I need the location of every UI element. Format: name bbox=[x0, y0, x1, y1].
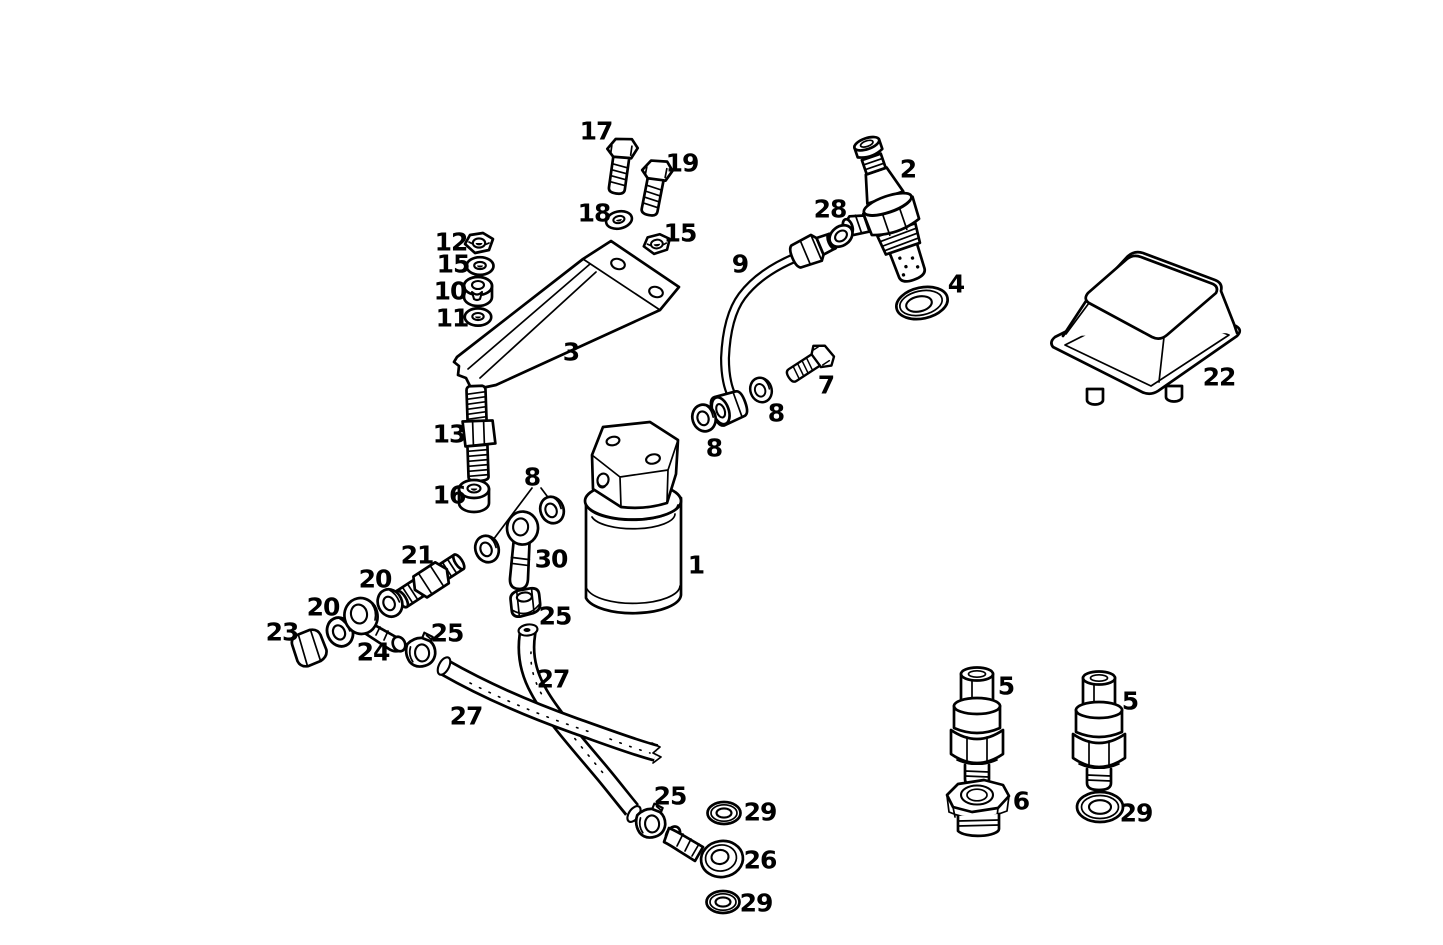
callout-part-25: 25 bbox=[653, 781, 688, 811]
callout-part-9: 9 bbox=[731, 249, 749, 279]
part-washer-15-stack bbox=[465, 255, 495, 277]
part-stud-13 bbox=[461, 384, 497, 483]
part-hose-27-diagonal bbox=[436, 656, 662, 764]
part-banjo-screw-30 bbox=[505, 510, 540, 591]
part-banjo-26 bbox=[662, 825, 745, 879]
callout-part-29: 29 bbox=[1119, 798, 1154, 828]
callout-part-20: 20 bbox=[306, 592, 341, 622]
callout-part-3: 3 bbox=[562, 337, 580, 367]
callout-part-23: 23 bbox=[265, 617, 300, 647]
callout-part-7: 7 bbox=[817, 370, 835, 400]
callout-part-4: 4 bbox=[947, 269, 965, 299]
callout-part-19: 19 bbox=[665, 148, 700, 178]
part-washer-4 bbox=[895, 285, 949, 321]
part-washer-8-right bbox=[534, 491, 570, 529]
part-washer-29-bottom bbox=[705, 889, 741, 915]
callout-part-1: 1 bbox=[687, 550, 705, 580]
callout-part-26: 26 bbox=[743, 845, 778, 875]
callout-part-2: 2 bbox=[899, 154, 917, 184]
part-cap-nut-23 bbox=[290, 628, 328, 668]
callout-part-24: 24 bbox=[356, 637, 391, 667]
callout-part-30: 30 bbox=[534, 544, 569, 574]
callout-part-5: 5 bbox=[1121, 686, 1139, 716]
part-sensor-5-left bbox=[949, 666, 1005, 788]
part-seal-ring-28 bbox=[828, 223, 854, 249]
callout-part-18: 18 bbox=[577, 198, 612, 228]
callout-part-21: 21 bbox=[400, 540, 435, 570]
part-washer-29-top bbox=[706, 800, 742, 826]
part-grommet-10 bbox=[462, 275, 494, 308]
callout-part-22: 22 bbox=[1202, 362, 1237, 392]
callout-part-20: 20 bbox=[358, 564, 393, 594]
part-washer-11 bbox=[463, 307, 493, 327]
part-banjo-24 bbox=[343, 596, 407, 653]
part-bushing-6 bbox=[945, 778, 1011, 838]
callout-part-8: 8 bbox=[523, 462, 541, 492]
callout-part-15: 15 bbox=[663, 218, 698, 248]
callout-part-25: 25 bbox=[538, 601, 573, 631]
callout-part-5: 5 bbox=[997, 671, 1015, 701]
part-pipe-9 bbox=[709, 232, 838, 427]
callout-part-13: 13 bbox=[432, 419, 467, 449]
part-bracket-3 bbox=[452, 239, 681, 392]
part-spacer-16 bbox=[457, 478, 491, 514]
callout-part-11: 11 bbox=[435, 303, 470, 333]
part-sensor-5-right bbox=[1071, 670, 1127, 792]
callout-part-12: 12 bbox=[434, 227, 469, 257]
callout-part-17: 17 bbox=[579, 116, 614, 146]
part-cover-22 bbox=[1050, 250, 1242, 406]
part-washer-8-left bbox=[469, 530, 505, 568]
callout-part-27: 27 bbox=[536, 664, 571, 694]
callout-part-28: 28 bbox=[813, 194, 848, 224]
callout-part-15: 15 bbox=[436, 249, 471, 279]
callout-part-29: 29 bbox=[743, 797, 778, 827]
callout-part-29: 29 bbox=[739, 888, 774, 918]
callout-part-8: 8 bbox=[705, 433, 723, 463]
part-filter-1 bbox=[583, 420, 683, 615]
callout-part-16: 16 bbox=[432, 480, 467, 510]
callout-part-10: 10 bbox=[433, 276, 468, 306]
callout-part-25: 25 bbox=[430, 618, 465, 648]
part-glow-plug-2 bbox=[841, 135, 927, 283]
callout-part-27: 27 bbox=[449, 701, 484, 731]
callout-part-8: 8 bbox=[767, 398, 785, 428]
part-nut-25-hose bbox=[509, 586, 542, 618]
part-washer-29-right bbox=[1075, 790, 1125, 824]
callout-part-6: 6 bbox=[1012, 786, 1030, 816]
